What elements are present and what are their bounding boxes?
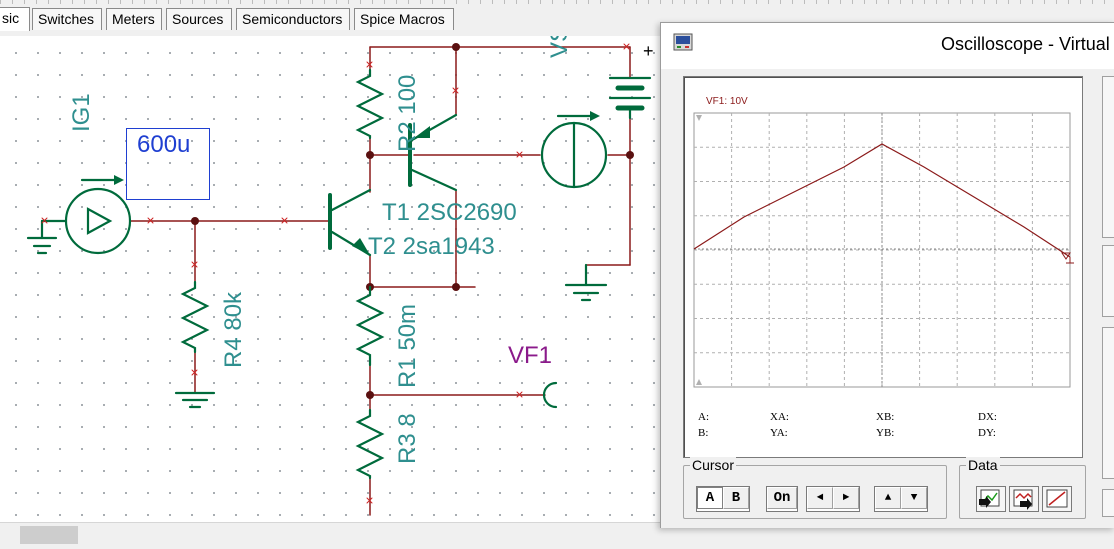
vf1-label: VF1 bbox=[508, 342, 553, 369]
tab-basic[interactable]: sic bbox=[0, 7, 30, 31]
draw-data-button[interactable] bbox=[1042, 486, 1072, 512]
tab-spice-macros[interactable]: Spice Macros bbox=[354, 8, 454, 30]
t1-label: T1 2SC2690 bbox=[382, 199, 517, 226]
junction-dots bbox=[191, 43, 634, 399]
tab-semiconductors[interactable]: Semiconductors bbox=[236, 8, 350, 30]
draw-icon bbox=[1046, 489, 1068, 508]
scrollbar-thumb[interactable] bbox=[20, 526, 78, 544]
export-data-button[interactable] bbox=[976, 486, 1006, 512]
r1-label: R1 50m bbox=[394, 303, 421, 388]
r4-label: R4 80k bbox=[220, 291, 247, 368]
r2-label: R2 100 bbox=[394, 74, 421, 152]
export-icon bbox=[979, 489, 1000, 508]
vs-label: VS bbox=[546, 36, 568, 58]
import-icon bbox=[1013, 489, 1033, 510]
window-title: Oscilloscope - Virtual bbox=[941, 34, 1110, 54]
right-panel-bottom bbox=[1102, 327, 1114, 479]
meas-xa: XA: bbox=[770, 411, 789, 423]
vf1-trace bbox=[693, 143, 1071, 258]
title-bar[interactable]: Oscilloscope - Virtual bbox=[661, 23, 1114, 69]
ruler bbox=[0, 0, 1114, 4]
meas-ya: YA: bbox=[770, 427, 788, 439]
cursor-up-button[interactable]: ▲ bbox=[875, 487, 901, 509]
cursor-ab-buttons: A B bbox=[696, 486, 750, 512]
tab-meters[interactable]: Meters bbox=[106, 8, 162, 30]
tab-sources[interactable]: Sources bbox=[166, 8, 232, 30]
components bbox=[26, 68, 652, 480]
meas-yb: YB: bbox=[876, 427, 895, 439]
scope-display[interactable]: VF1: 10V A: B: XA: YA: XB: YB: DX: DY: bbox=[683, 76, 1083, 458]
t2-label: T2 2sa1943 bbox=[368, 233, 495, 260]
import-data-button[interactable] bbox=[1009, 486, 1039, 512]
cursor-move-buttons: ◄ ► bbox=[806, 486, 860, 512]
r3-label: R3 8 bbox=[394, 413, 421, 464]
oscilloscope-icon bbox=[673, 33, 693, 51]
cursor-a-button[interactable]: A bbox=[697, 487, 723, 509]
cursor-on-button[interactable]: On bbox=[767, 487, 797, 509]
schematic-drawing bbox=[26, 43, 652, 516]
right-panel-button[interactable] bbox=[1102, 489, 1114, 517]
component-toolbar: sic Switches Meters Sources Semiconducto… bbox=[0, 0, 1114, 36]
oscilloscope-window[interactable]: Oscilloscope - Virtual VF1: 10V A: B: XA… bbox=[660, 22, 1114, 528]
cursor-group: Cursor A B On ◄ ► ▲ ▼ bbox=[683, 457, 947, 519]
ig1-value-box[interactable]: 600u bbox=[126, 128, 210, 200]
meas-a: A: bbox=[698, 411, 709, 423]
cursor-step-buttons: ▲ ▼ bbox=[874, 486, 928, 512]
cursor-right-button[interactable]: ► bbox=[833, 487, 859, 509]
meas-dx: DX: bbox=[978, 411, 997, 423]
data-group-title: Data bbox=[966, 457, 1000, 473]
meas-b: B: bbox=[698, 427, 709, 439]
meas-dy: DY: bbox=[978, 427, 996, 439]
cursor-left-button[interactable]: ◄ bbox=[807, 487, 833, 509]
cursor-b-button[interactable]: B bbox=[723, 487, 749, 509]
cursor-group-title: Cursor bbox=[690, 457, 737, 473]
plus-sign: + bbox=[643, 41, 654, 61]
channel-label: VF1: 10V bbox=[706, 96, 748, 107]
cursor-on-buttons: On bbox=[766, 486, 798, 512]
terminal-marks bbox=[41, 43, 630, 504]
right-panel-mid bbox=[1102, 245, 1114, 317]
right-panel-top bbox=[1102, 76, 1114, 238]
scope-plot bbox=[693, 112, 1074, 388]
ig1-label: IG1 bbox=[68, 93, 95, 132]
data-group: Data bbox=[959, 457, 1086, 519]
meas-xb: XB: bbox=[876, 411, 895, 423]
cursor-down-button[interactable]: ▼ bbox=[901, 487, 927, 509]
tab-switches[interactable]: Switches bbox=[32, 8, 102, 30]
